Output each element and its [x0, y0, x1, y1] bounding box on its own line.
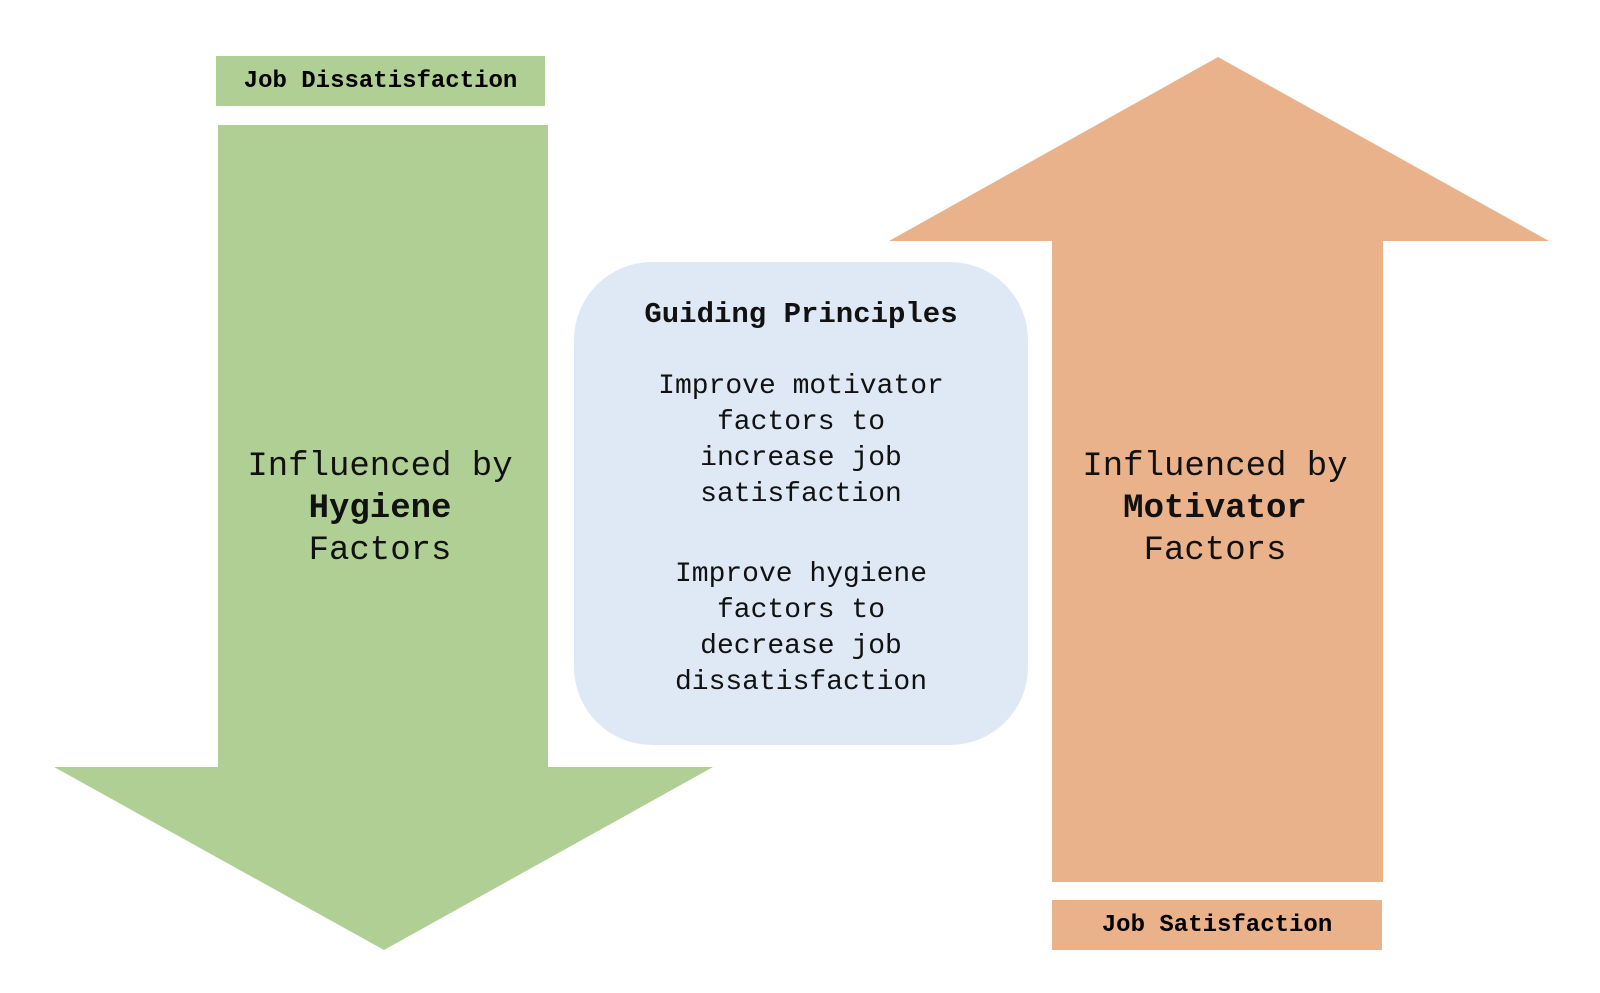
hygiene-text-strong: Hygiene: [308, 490, 452, 528]
job-dissatisfaction-label: Job Dissatisfaction: [216, 56, 545, 106]
principle-motivator-line: factors to: [716, 407, 886, 438]
principle-hygiene-line: decrease job: [700, 631, 902, 662]
principle-motivator: Improve motivator factors to increase jo…: [574, 369, 1028, 513]
motivator-text-line3: Factors: [1143, 532, 1287, 570]
principle-motivator-line: increase job: [700, 443, 902, 474]
motivator-arrow-text: Influenced by Motivator Factors: [1055, 446, 1375, 572]
principle-hygiene-line: factors to: [716, 595, 886, 626]
principle-hygiene: Improve hygiene factors to decrease job …: [574, 557, 1028, 701]
job-satisfaction-label: Job Satisfaction: [1052, 900, 1382, 950]
principle-motivator-line: Improve motivator: [658, 371, 944, 402]
job-satisfaction-text: Job Satisfaction: [1101, 911, 1333, 939]
guiding-principles-box: Guiding Principles Improve motivator fac…: [574, 262, 1028, 745]
job-dissatisfaction-text: Job Dissatisfaction: [243, 67, 518, 95]
motivator-text-strong: Motivator: [1123, 490, 1307, 528]
hygiene-text-line3: Factors: [308, 532, 452, 570]
principle-hygiene-line: dissatisfaction: [674, 667, 928, 698]
guiding-principles-title: Guiding Principles: [644, 298, 958, 331]
principle-motivator-line: satisfaction: [700, 479, 902, 510]
hygiene-text-line1: Influenced by: [247, 448, 513, 486]
motivator-up-arrow: [889, 57, 1549, 882]
hygiene-down-arrow: [54, 125, 713, 950]
principle-hygiene-line: Improve hygiene: [674, 559, 928, 590]
hygiene-arrow-text: Influenced by Hygiene Factors: [220, 446, 540, 572]
motivator-text-line1: Influenced by: [1082, 448, 1348, 486]
